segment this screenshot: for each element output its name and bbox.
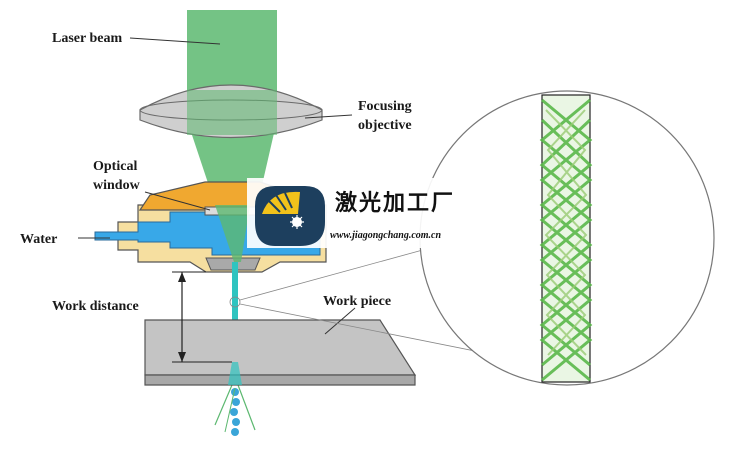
- water-jet: [214, 262, 256, 436]
- work-piece: [144, 319, 417, 386]
- focusing-objective-lens: [139, 84, 323, 139]
- leader-lines: [78, 37, 356, 335]
- watermark-url: www.jiagongchang.com.cn: [330, 230, 441, 241]
- label-focusing-line2: objective: [358, 118, 412, 133]
- label-laser-beam: Laser beam: [52, 31, 122, 46]
- label-work-distance: Work distance: [52, 299, 139, 314]
- zoom-detail-circle: [419, 90, 715, 386]
- work-distance-dimension: [172, 271, 232, 363]
- label-optical-window-line1: Optical: [93, 159, 137, 174]
- label-water: Water: [20, 232, 57, 247]
- logo-mark: [255, 186, 325, 246]
- watermark: 激光加工厂 www.jiagongchang.com.cn: [247, 178, 497, 248]
- label-optical-window-line2: window: [93, 178, 141, 193]
- label-focusing-line1: Focusing: [358, 99, 412, 114]
- label-work-piece: Work piece: [323, 294, 391, 309]
- watermark-title: 激光加工厂: [335, 190, 455, 216]
